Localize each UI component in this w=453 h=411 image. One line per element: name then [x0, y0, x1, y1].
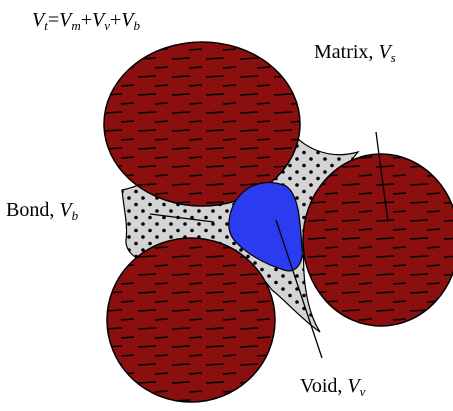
void-label: Void, Vv — [300, 375, 366, 399]
bond-leader-line — [149, 213, 215, 223]
matrix-label: Matrix, Vs — [314, 41, 396, 65]
grain-top-left — [103, 41, 301, 207]
void-leader-line — [275, 219, 323, 359]
grain-right — [302, 153, 453, 327]
bond-label: Bond, Vb — [6, 199, 79, 223]
volume-equation: Vt=Vm+Vv+Vb — [32, 9, 141, 33]
void-region — [228, 181, 303, 272]
matrix-leader-line — [375, 131, 389, 223]
grain-bottom-left — [106, 237, 276, 403]
